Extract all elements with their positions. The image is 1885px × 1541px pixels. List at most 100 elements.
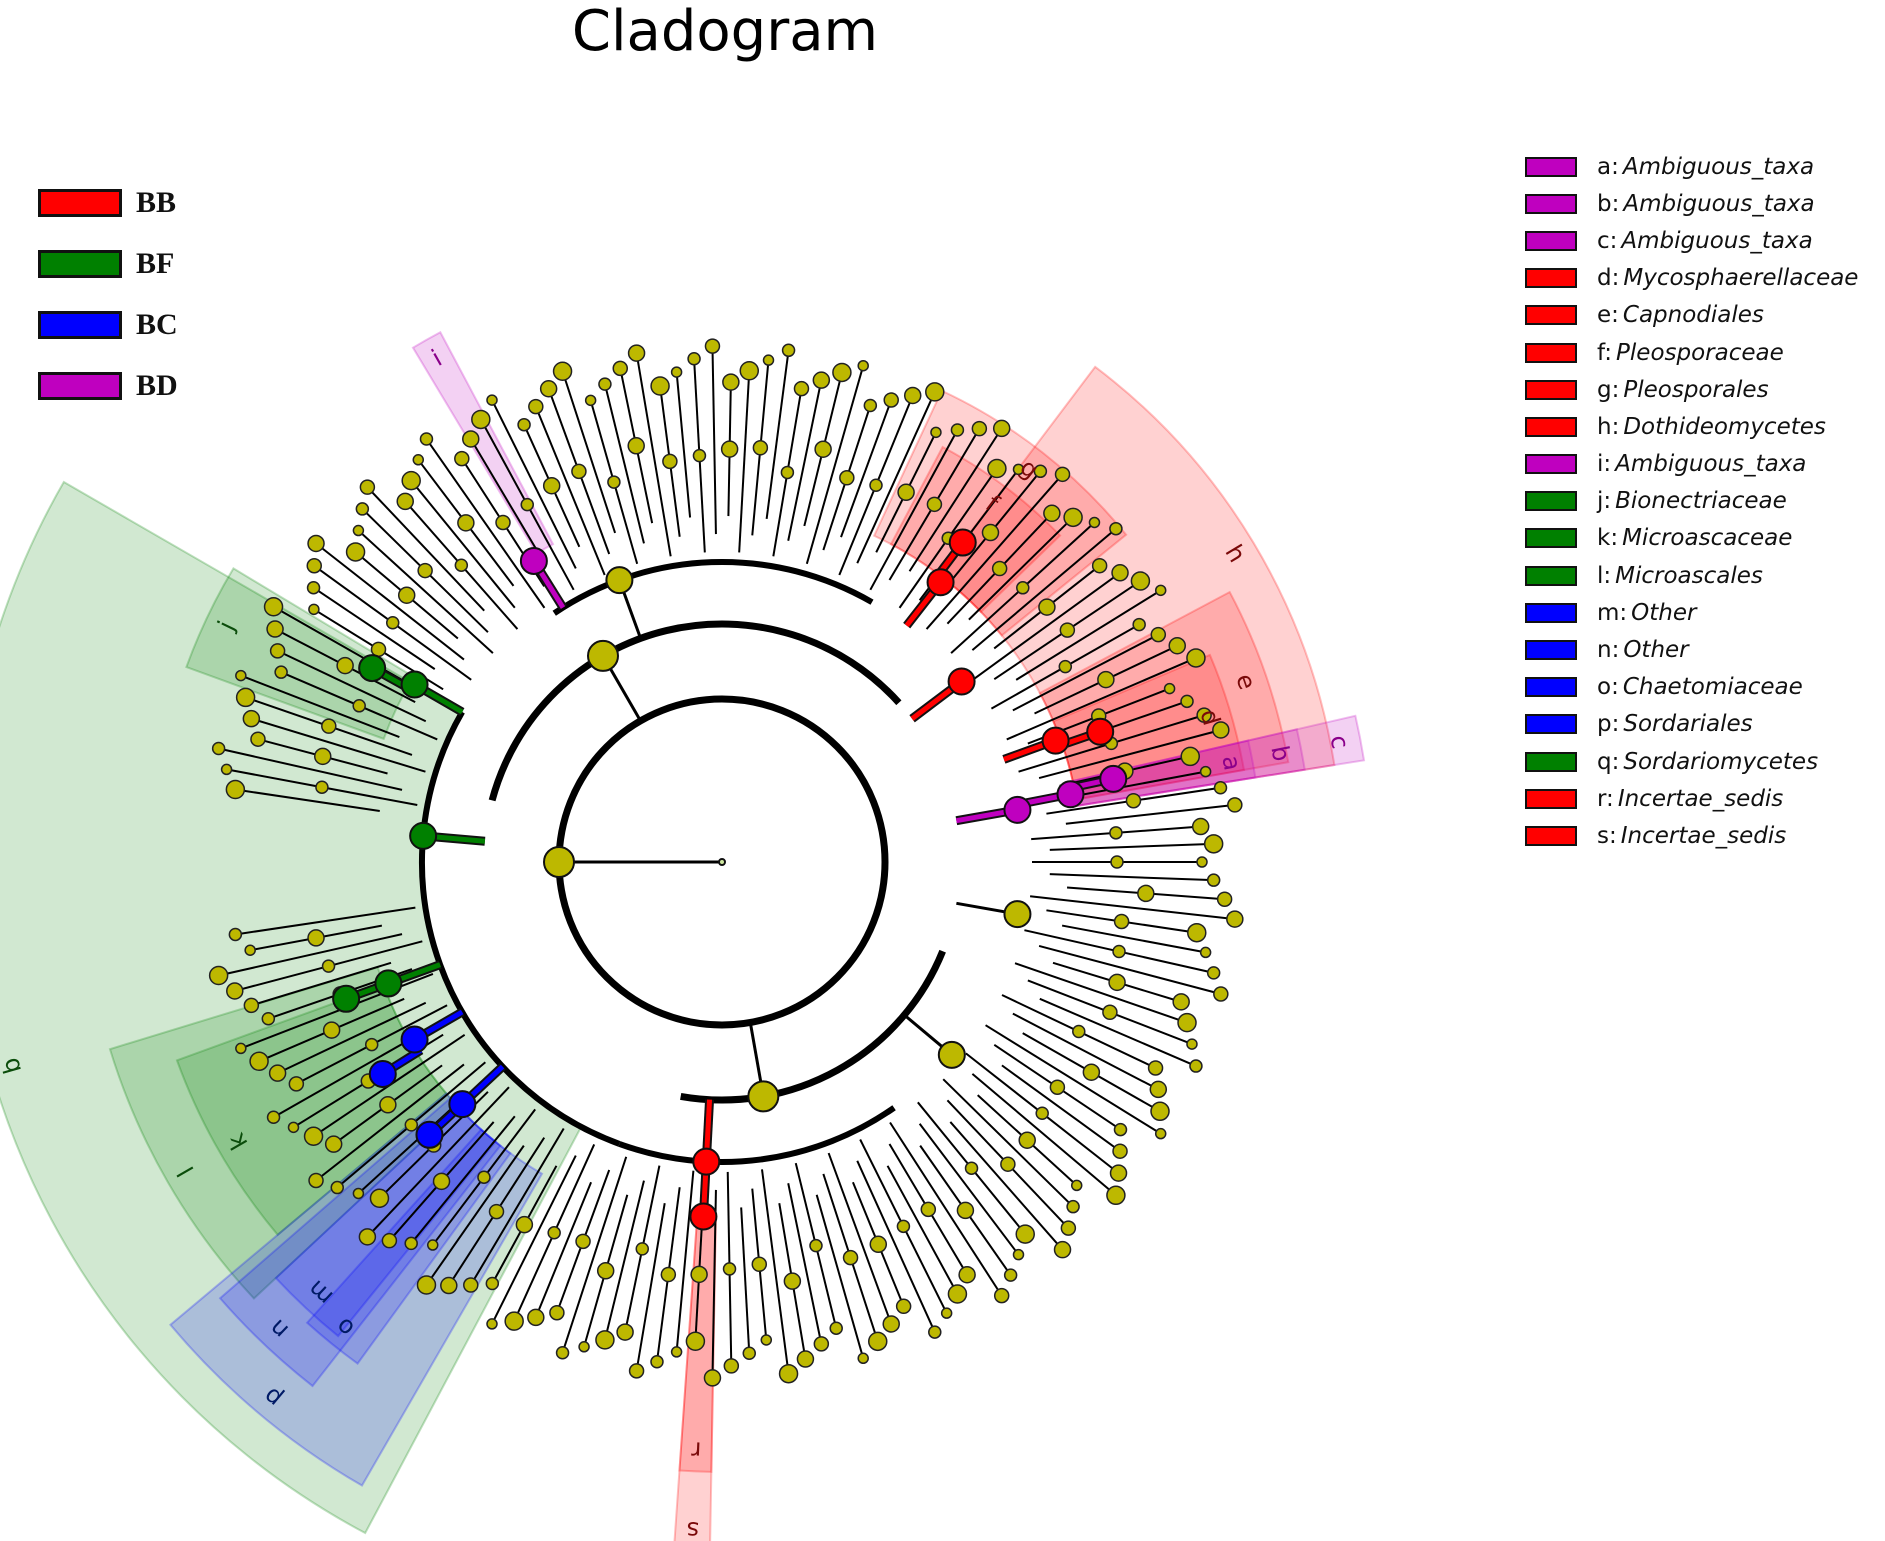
leaf-node	[1203, 834, 1224, 854]
inner-node	[547, 1226, 561, 1240]
leaf-branch	[603, 383, 645, 544]
taxa-swatch	[1525, 342, 1577, 363]
inner-node	[1108, 973, 1126, 992]
inner-node	[780, 465, 795, 480]
leaf-node	[1186, 1038, 1198, 1050]
leaf-node	[261, 1011, 276, 1026]
inner-node	[956, 1201, 975, 1220]
leaf-node	[930, 426, 942, 439]
taxa-letter: c:	[1597, 227, 1618, 254]
taxa-name: Microascales	[1615, 562, 1763, 589]
leaf-node	[1199, 765, 1212, 778]
leaf-branch	[711, 346, 717, 535]
node-o_micro	[374, 969, 403, 998]
leaf-node	[947, 1284, 968, 1304]
leaf-node	[595, 1330, 615, 1350]
taxa-legend-item: o:Chaetomiaceae	[1525, 669, 1858, 706]
leaf-branch	[908, 427, 1003, 572]
leaf-branch	[410, 1115, 516, 1245]
inner-node	[1000, 1156, 1016, 1172]
leaf-node	[1130, 571, 1151, 591]
node-c_incert	[692, 1147, 721, 1176]
taxa-swatch	[1525, 788, 1577, 809]
leaf-node	[381, 1232, 398, 1249]
ring-class-3	[618, 1105, 896, 1165]
leaf-branch	[971, 527, 1117, 651]
leaf-branch	[1049, 873, 1214, 882]
inner-node	[575, 1233, 591, 1250]
inner-node	[1072, 1024, 1086, 1039]
inner-node	[1082, 1063, 1101, 1081]
taxa-swatch	[1525, 416, 1577, 437]
leaf-branch	[366, 486, 485, 612]
leaf-branch	[561, 1156, 628, 1354]
leaf-node	[1113, 1122, 1128, 1137]
leaf-node	[958, 1265, 976, 1284]
leaf-branch	[635, 352, 672, 557]
group-legend-item-bd: BD	[38, 355, 178, 416]
node-o_incert	[689, 1202, 718, 1231]
leaf-node	[539, 379, 558, 398]
inner-node	[869, 478, 883, 493]
taxa-letter: n:	[1597, 637, 1620, 664]
leaf-node	[1213, 781, 1228, 795]
leaf-branch	[738, 370, 751, 553]
inner-node	[1038, 598, 1056, 616]
leaf-node	[829, 1321, 843, 1335]
taxa-legend-item: j:Bionectriaceae	[1525, 483, 1858, 520]
leaf-branch	[1006, 657, 1197, 741]
leaf-node	[1109, 521, 1123, 536]
inner-node	[920, 1201, 937, 1218]
leaf-node	[528, 398, 544, 415]
leaf-node	[650, 1355, 664, 1369]
taxa-swatch	[1525, 193, 1577, 214]
leaf-branch	[886, 1165, 959, 1295]
inner-node	[720, 440, 739, 458]
leaf-node	[225, 779, 246, 800]
group-swatch-bc	[38, 310, 122, 339]
inner-node	[404, 1118, 419, 1132]
leaf-node	[419, 432, 434, 446]
clade-label-b: b	[0, 1055, 27, 1077]
leaf-node	[355, 502, 370, 516]
leaf-branch	[949, 1121, 1064, 1251]
leaf-node	[401, 470, 421, 491]
leaf-node	[722, 373, 740, 391]
leaf-branch	[869, 429, 959, 591]
leaf-node	[628, 1363, 645, 1379]
leaf-node	[555, 1345, 570, 1360]
leaf-node	[358, 1228, 377, 1246]
leaf-node	[1112, 1143, 1128, 1159]
leaf-branch	[1061, 924, 1206, 954]
leaf-node	[263, 597, 284, 617]
inner-node	[313, 747, 332, 766]
taxa-letter: k:	[1597, 525, 1619, 552]
inner-node	[336, 656, 354, 675]
taxa-swatch	[1525, 640, 1577, 661]
taxa-letter: f:	[1597, 339, 1613, 366]
leaf-node	[687, 352, 701, 366]
leaf-node	[485, 1276, 500, 1291]
node-p2	[747, 1080, 780, 1113]
leaf-node	[863, 398, 878, 413]
leaf-branch	[277, 649, 427, 723]
leaf-node	[1172, 993, 1190, 1011]
inner-node	[896, 1219, 911, 1234]
leaf-branch	[218, 933, 403, 977]
leaf-node	[762, 354, 775, 366]
inner-node	[722, 1262, 737, 1276]
leaf-node	[1054, 466, 1071, 483]
leaf-node	[1213, 986, 1229, 1002]
leaf-branch	[357, 529, 494, 654]
inner-node	[842, 1249, 859, 1266]
leaf-node	[307, 534, 325, 553]
leaf-node	[1212, 721, 1230, 739]
leaf-branch	[968, 516, 1074, 621]
inner-node	[1016, 581, 1030, 595]
leaf-node	[925, 382, 945, 402]
node-c_ambig	[1003, 795, 1032, 824]
leaf-node	[940, 1307, 953, 1319]
leaf-branch	[1015, 589, 1162, 681]
leaf-node	[249, 1051, 269, 1072]
